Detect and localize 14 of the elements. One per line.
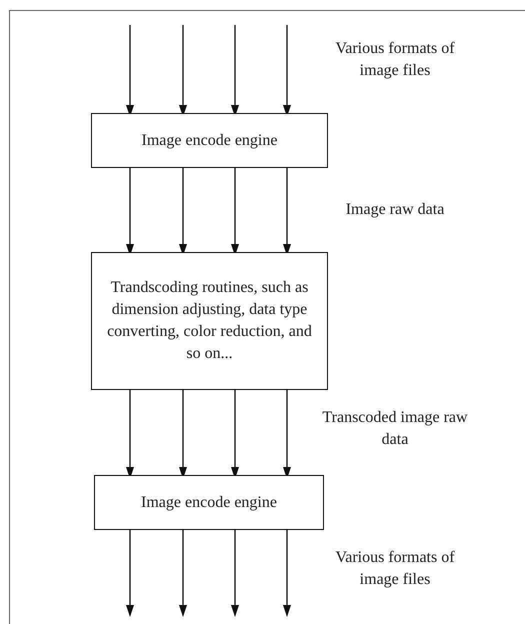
box-text: Image encode engine <box>142 130 278 150</box>
flow-label: Various formats of image files <box>334 548 456 590</box>
box-text: Image encode engine <box>141 492 277 512</box>
arrow <box>179 530 187 617</box>
process-box <box>91 113 328 168</box>
arrow <box>126 530 134 617</box>
flow-label: Various formats of image files <box>334 39 456 81</box>
flow-label: Transcoded image raw data <box>321 408 469 450</box>
process-box <box>91 252 328 390</box>
flow-label: Image raw data <box>344 200 446 220</box>
arrow <box>283 530 291 617</box>
box-text: Trandscoding routines, such as dimension adjusting, data type converting, color reduction, and so on... <box>106 278 313 364</box>
arrow <box>231 530 239 617</box>
process-box <box>94 475 324 530</box>
